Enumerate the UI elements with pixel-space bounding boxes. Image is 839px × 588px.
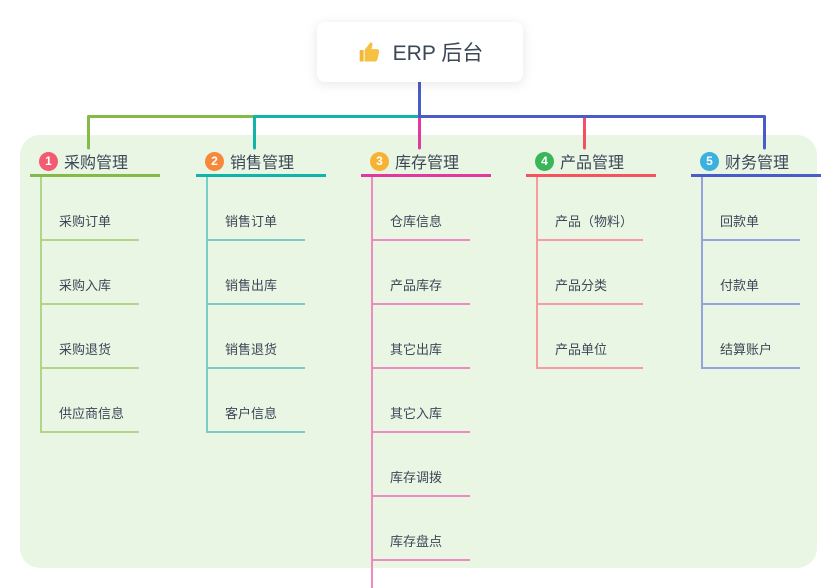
branch-header[interactable]: 2 销售管理 [196, 148, 326, 177]
child-node[interactable]: 付款单 [703, 241, 800, 305]
child-node[interactable]: 仓库信息 [373, 177, 470, 241]
thumbs-up-icon [357, 39, 383, 65]
branch-number-badge: 3 [370, 151, 389, 171]
root-node-erp[interactable]: ERP 后台 [317, 22, 523, 82]
branch-node-2: 2 销售管理 销售订单销售出库销售退货客户信息 [196, 148, 336, 433]
child-node[interactable]: 其它出库 [373, 305, 470, 369]
branch-title: 财务管理 [725, 155, 790, 172]
child-node[interactable]: 客户信息 [208, 369, 305, 433]
branch-number-badge: 1 [39, 151, 58, 171]
child-node[interactable]: 库存盘点 [373, 497, 470, 561]
child-node[interactable]: 结算账户 [703, 305, 800, 369]
child-node[interactable]: 采购退货 [42, 305, 139, 369]
child-node[interactable]: 产品库存 [373, 241, 470, 305]
branch-node-3: 3 库存管理 仓库信息产品库存其它出库其它入库库存调拨库存盘点出库库明细 [361, 148, 501, 588]
child-node[interactable]: 销售订单 [208, 177, 305, 241]
branch-title: 销售管理 [230, 155, 295, 172]
child-node[interactable]: 采购入库 [42, 241, 139, 305]
branch-title: 采购管理 [64, 155, 129, 172]
branch-node-1: 1 采购管理 采购订单采购入库采购退货供应商信息 [30, 148, 170, 433]
root-node-title: ERP 后台 [392, 42, 484, 65]
branch-header[interactable]: 3 库存管理 [361, 148, 491, 177]
child-node[interactable]: 回款单 [703, 177, 800, 241]
branch-number-badge: 5 [700, 151, 719, 171]
child-node[interactable]: 销售出库 [208, 241, 305, 305]
child-node[interactable]: 供应商信息 [42, 369, 139, 433]
branch-children: 销售订单销售出库销售退货客户信息 [206, 177, 305, 433]
branch-number-badge: 2 [205, 151, 224, 171]
branch-number-badge: 4 [535, 151, 554, 171]
child-node[interactable]: 销售退货 [208, 305, 305, 369]
branch-header[interactable]: 4 产品管理 [526, 148, 656, 177]
branch-children: 回款单付款单结算账户 [701, 177, 800, 369]
child-node[interactable]: 采购订单 [42, 177, 139, 241]
child-node[interactable]: 库存调拨 [373, 433, 470, 497]
branch-children: 仓库信息产品库存其它出库其它入库库存调拨库存盘点出库库明细 [371, 177, 470, 588]
child-node[interactable]: 产品单位 [538, 305, 644, 369]
child-node[interactable]: 产品分类 [538, 241, 644, 305]
branch-header[interactable]: 1 采购管理 [30, 148, 160, 177]
branch-header[interactable]: 5 财务管理 [691, 148, 821, 177]
child-node[interactable]: 其它入库 [373, 369, 470, 433]
child-node[interactable]: 出库库明细 [373, 561, 470, 588]
branch-title: 库存管理 [395, 155, 460, 172]
branch-children: 采购订单采购入库采购退货供应商信息 [40, 177, 139, 433]
branch-node-4: 4 产品管理 产品（物料）产品分类产品单位 [526, 148, 666, 369]
branch-title: 产品管理 [560, 155, 625, 172]
branch-node-5: 5 财务管理 回款单付款单结算账户 [691, 148, 831, 369]
child-node[interactable]: 产品（物料） [538, 177, 644, 241]
branch-children: 产品（物料）产品分类产品单位 [536, 177, 644, 369]
